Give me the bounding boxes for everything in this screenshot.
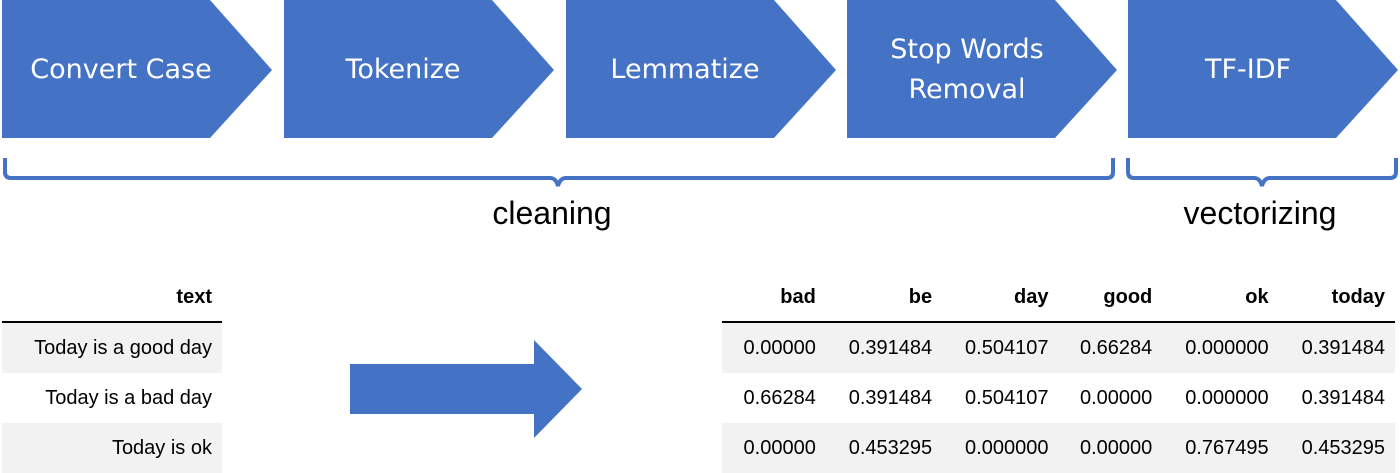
input-table-header: text — [2, 273, 222, 323]
table-cell: 0.000000 — [1162, 322, 1279, 373]
table-cell: 0.00000 — [722, 322, 826, 373]
table-cell: 0.391484 — [1301, 386, 1385, 409]
input-table: text Today is a good day Today is a bad … — [2, 273, 222, 473]
table-cell: 0.00000 — [722, 423, 826, 473]
step-stop-words-removal-label: Stop Words Removal — [890, 34, 1044, 105]
table-cell: 0.66284 — [743, 386, 816, 409]
table-cell: 0.504107 — [965, 386, 1049, 409]
column-header-be: be — [825, 273, 943, 323]
input-cell: Today is a bad day — [45, 386, 212, 409]
table-row: Today is a good day — [2, 322, 222, 373]
table-row: 0.00000 0.391484 0.504107 0.66284 0.0000… — [722, 322, 1395, 373]
table-cell: 0.00000 — [1058, 423, 1163, 473]
step-lemmatize-label: Lemmatize — [610, 54, 760, 85]
transform-arrow-icon — [350, 340, 582, 438]
group-braces — [3, 158, 1398, 187]
table-cell: 0.391484 — [1278, 322, 1395, 373]
step-convert-case-shape — [2, 0, 272, 138]
column-header-bad: bad — [722, 273, 826, 323]
table-cell: 0.66284 — [1058, 322, 1163, 373]
step-lemmatize-shape — [566, 0, 836, 138]
output-table-header-row: bad be day good ok today — [722, 273, 1395, 323]
input-table-header-row: text — [2, 273, 222, 323]
step-tokenize-shape — [284, 0, 554, 138]
step-tokenize-label: Tokenize — [345, 54, 461, 85]
table-row: 0.00000 0.453295 0.000000 0.00000 0.7674… — [722, 423, 1395, 473]
cleaning-brace — [3, 158, 1115, 187]
step-stop-words-removal-shape — [847, 0, 1117, 138]
step-tf-idf-label: TF-IDF — [1204, 54, 1292, 85]
table-cell: 0.453295 — [1278, 423, 1395, 473]
table-cell: 0.000000 — [1185, 386, 1269, 409]
table-cell: 0.00000 — [1079, 386, 1153, 409]
table-row: 0.66284 0.391484 0.504107 0.00000 0.0000… — [722, 373, 1395, 423]
table-cell: 0.391484 — [825, 322, 943, 373]
input-cell: Today is a good day — [2, 322, 222, 373]
table-cell: 0.000000 — [942, 423, 1059, 473]
group-label-vectorizing: vectorizing — [1183, 195, 1337, 231]
step-convert-case-label: Convert Case — [30, 54, 212, 85]
output-table: bad be day good ok today 0.00000 0.39148… — [722, 273, 1395, 473]
column-header-ok: ok — [1162, 273, 1279, 323]
pipeline — [2, 0, 1398, 138]
table-row: Today is ok — [2, 423, 222, 473]
column-header-day: day — [942, 273, 1059, 323]
column-header-good: good — [1058, 273, 1163, 323]
table-cell: 0.767495 — [1162, 423, 1279, 473]
table-cell: 0.391484 — [848, 386, 933, 409]
vectorizing-brace — [1126, 158, 1398, 187]
step-tf-idf-shape — [1128, 0, 1398, 138]
group-label-cleaning: cleaning — [492, 195, 612, 231]
table-cell: 0.504107 — [942, 322, 1059, 373]
input-cell: Today is ok — [2, 423, 222, 473]
column-header-today: today — [1278, 273, 1395, 323]
table-cell: 0.453295 — [825, 423, 943, 473]
table-row: Today is a bad day — [2, 373, 222, 423]
